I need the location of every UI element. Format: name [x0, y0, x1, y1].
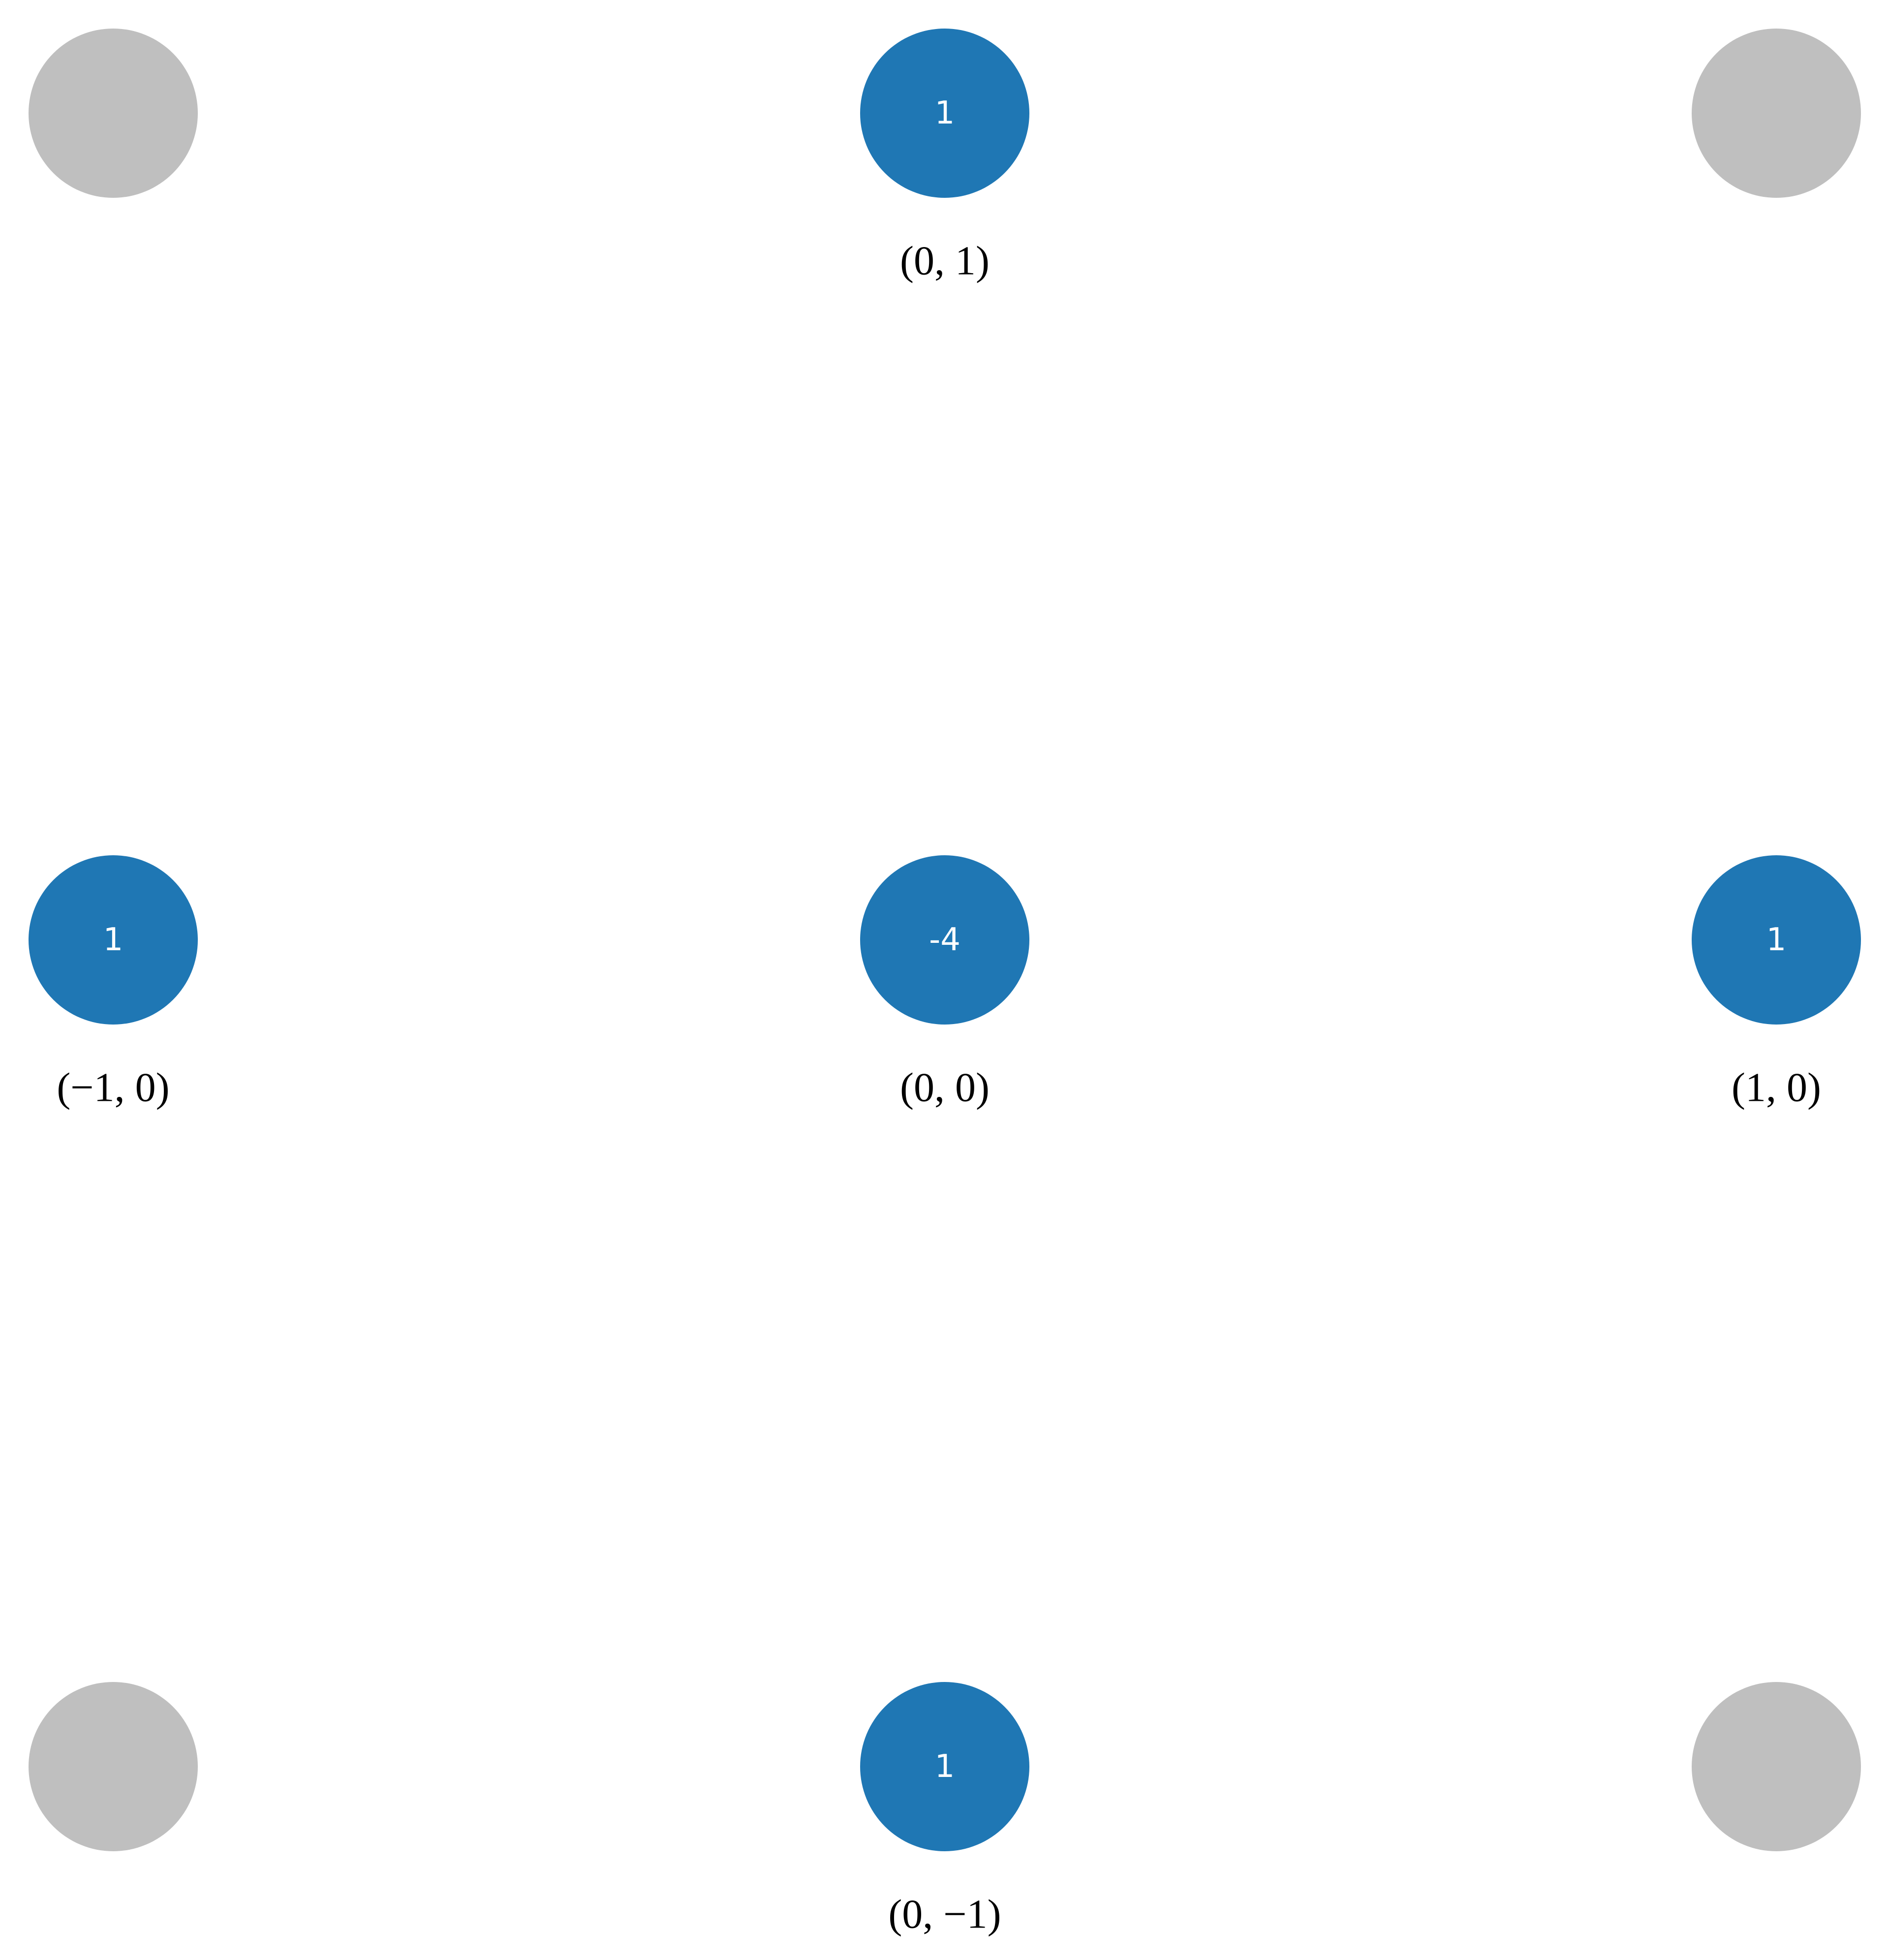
node-circle [860, 29, 1029, 198]
stencil-node: 1 (0, 1) [860, 29, 1029, 284]
node-weight: 1 [1766, 922, 1787, 958]
node-circle [860, 855, 1029, 1025]
stencil-node: 1 (−1, 0) [29, 855, 198, 1111]
inactive-node-circle [29, 1682, 198, 1851]
inactive-node-circle [1692, 29, 1861, 198]
inactive-node [29, 1682, 198, 1851]
inactive-node-circle [1692, 1682, 1861, 1851]
node-weight: 1 [935, 95, 955, 131]
node-coordinate-label: (0, 0) [900, 1065, 990, 1111]
node-weight: 1 [935, 1748, 955, 1785]
node-coordinate-label: (0, −1) [888, 1892, 1001, 1937]
inactive-node [1692, 29, 1861, 198]
inactive-node-circle [29, 29, 198, 198]
node-circle [1692, 855, 1861, 1025]
node-coordinate-label: (−1, 0) [57, 1065, 169, 1111]
nodes-layer: 1 (0, 1) 1 (−1, 0) -4 (0, 0) 1 (1, 0) 1 (0, −1) [29, 29, 1861, 1937]
stencil-node: 1 (1, 0) [1692, 855, 1861, 1111]
inactive-node [29, 29, 198, 198]
stencil-node: -4 (0, 0) [860, 855, 1029, 1111]
node-coordinate-label: (0, 1) [900, 238, 990, 284]
inactive-node [1692, 1682, 1861, 1851]
node-circle [29, 855, 198, 1025]
node-weight: 1 [103, 922, 124, 958]
stencil-node: 1 (0, −1) [860, 1682, 1029, 1937]
node-coordinate-label: (1, 0) [1732, 1065, 1821, 1111]
node-circle [860, 1682, 1029, 1851]
node-weight: -4 [929, 922, 960, 958]
